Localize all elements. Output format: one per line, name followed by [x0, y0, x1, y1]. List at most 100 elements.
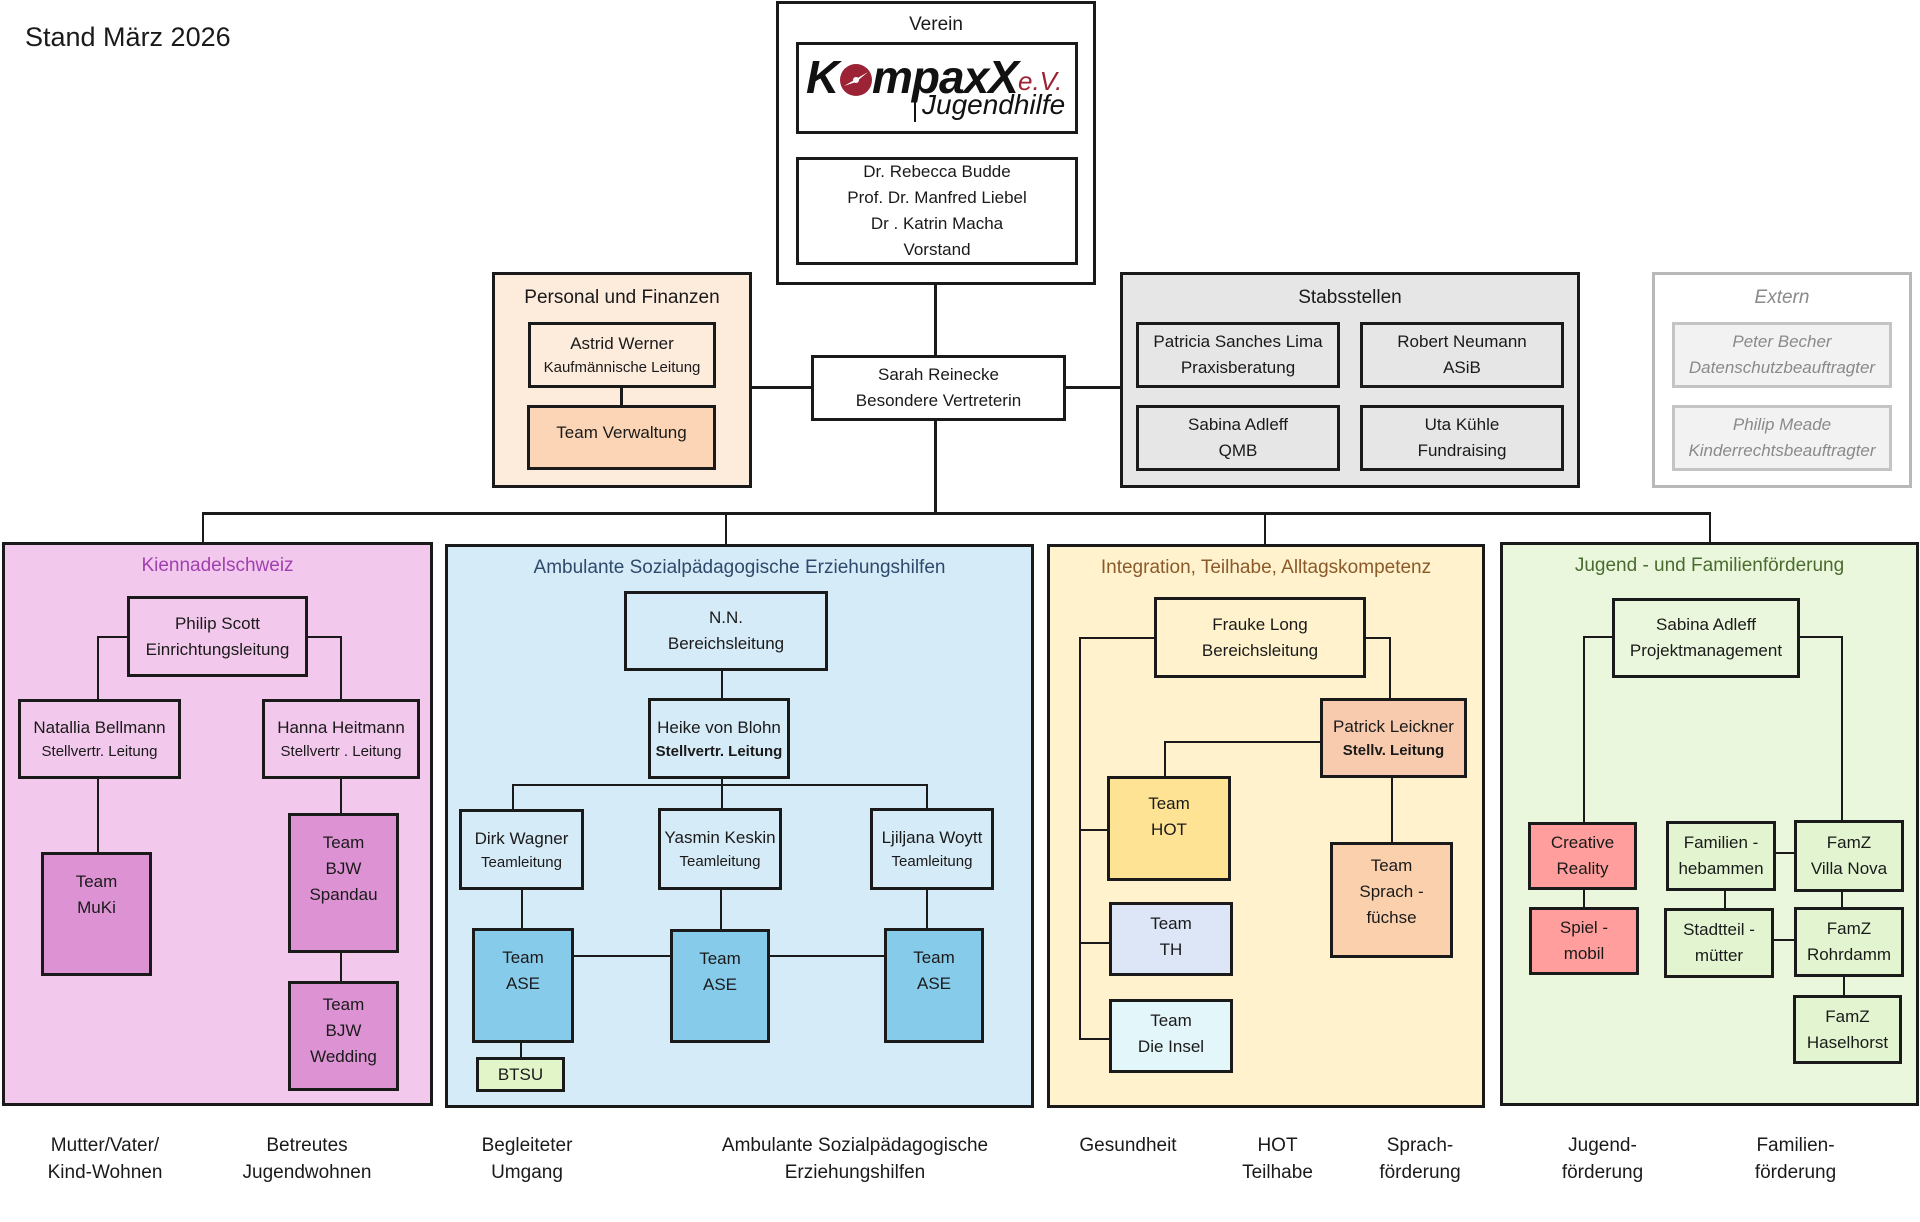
verein-title: Verein: [909, 14, 963, 35]
section-title: Kiennadelschweiz: [141, 555, 294, 576]
logo-letter-k: K: [806, 51, 840, 103]
team-line: Familien -: [1683, 833, 1759, 852]
team-line: Team: [1370, 856, 1413, 875]
stab-item: Sabina Adleff QMB: [1136, 405, 1340, 471]
label-line: Familien-: [1756, 1135, 1835, 1156]
team-line: TH: [1159, 940, 1183, 959]
connector: [1709, 512, 1711, 543]
connector: [1389, 637, 1391, 699]
sarah-reinecke-box: Sarah Reinecke Besondere Vertreterin: [811, 355, 1066, 421]
natallia-bellmann-box: Natallia Bellmann Stellvertr. Leitung: [18, 699, 181, 779]
stab-item: Robert Neumann ASiB: [1360, 322, 1564, 388]
sabina-adleff-box: Sabina Adleff Projektmanagement: [1612, 598, 1800, 678]
stabsstellen-title: Stabsstellen: [1298, 287, 1402, 308]
connector: [752, 386, 811, 389]
person-role: Fundraising: [1417, 441, 1507, 460]
team-line: BJW: [325, 1021, 362, 1040]
bottom-label: Betreutes Jugendwohnen: [222, 1132, 392, 1186]
person-name: Astrid Werner: [570, 334, 674, 353]
connector: [721, 671, 723, 699]
team-line: Wedding: [310, 1047, 377, 1066]
team-die-insel-box: Team Die Insel: [1109, 999, 1233, 1073]
philip-scott-box: Philip Scott Einrichtungsleitung: [127, 596, 308, 677]
label-line: Jugend-: [1568, 1135, 1637, 1156]
team-line: FamZ: [1825, 1006, 1870, 1026]
connector: [1800, 636, 1842, 638]
label-line: Begleiteter: [481, 1135, 573, 1156]
team-spielmobil-box: Spiel - mobil: [1529, 907, 1639, 975]
team-line: Haselhorst: [1806, 1032, 1889, 1052]
team-sprachfuechse-box: Team Sprach - füchse: [1330, 842, 1453, 958]
connector: [512, 784, 514, 809]
person-name: Robert Neumann: [1397, 332, 1527, 351]
section-title: Jugend - und Familienförderung: [1574, 555, 1845, 576]
logo-box: K mpaxX e.V. Jugendhilfe: [796, 42, 1078, 134]
team-name: BTSU: [497, 1064, 544, 1084]
person-name: Sabina Adleff: [1656, 615, 1756, 634]
person-name: Ljiljana Woytt: [881, 828, 983, 847]
person-name: Natallia Bellmann: [33, 718, 166, 737]
connector: [97, 636, 99, 700]
team-creative-reality-box: Creative Reality: [1528, 822, 1637, 890]
connector: [1065, 386, 1120, 389]
bottom-label: Sprach- förderung: [1360, 1132, 1480, 1186]
person-role: Kinderrechtsbeauftragter: [1688, 441, 1876, 460]
team-line: Team: [322, 995, 365, 1014]
team-line: hebammen: [1678, 859, 1764, 878]
connector: [1841, 892, 1843, 908]
label-line: Teilhabe: [1242, 1162, 1313, 1183]
bottom-label: Familien- förderung: [1738, 1132, 1853, 1186]
frauke-long-box: Frauke Long Bereichsleitung: [1154, 597, 1366, 678]
btsu-box: BTSU: [476, 1057, 565, 1092]
connector: [97, 636, 127, 638]
team-line: Team: [502, 948, 544, 967]
team-name: Team Verwaltung: [556, 423, 687, 442]
person-name: Yasmin Keskin: [664, 828, 776, 847]
connector: [1366, 637, 1390, 639]
connector: [1264, 512, 1266, 545]
team-line: Team: [1150, 914, 1192, 933]
personal-title: Personal und Finanzen: [524, 287, 720, 308]
person-role: Einrichtungsleitung: [145, 639, 290, 659]
patrick-leickner-box: Patrick Leickner Stellv. Leitung: [1320, 698, 1467, 778]
connector: [1079, 1038, 1109, 1040]
label-line: förderung: [1561, 1162, 1644, 1183]
connector: [620, 388, 623, 406]
person-role: Stellvertr . Leitung: [280, 743, 402, 760]
person-name: Sabina Adleff: [1188, 415, 1288, 434]
team-line: Stadtteil -: [1683, 920, 1755, 939]
connector: [1391, 778, 1393, 843]
connector-bus: [202, 512, 1711, 515]
bottom-label: Jugend- förderung: [1545, 1132, 1660, 1186]
vorstand-label: Vorstand: [903, 240, 971, 259]
team-line: Team: [699, 949, 741, 968]
team-line: Team: [1148, 794, 1190, 813]
connector: [202, 512, 204, 543]
label-line: Mutter/Vater/: [50, 1135, 160, 1156]
connector: [1776, 852, 1795, 854]
label-line: Ambulante Sozialpädagogische: [721, 1135, 989, 1156]
connector: [521, 890, 523, 928]
person-name: Patricia Sanches Lima: [1153, 332, 1323, 351]
team-ase-box: Team ASE: [884, 928, 984, 1043]
section-title: Integration, Teilhabe, Alltagskompetenz: [1100, 557, 1432, 578]
team-stadtteilmuetter-box: Stadtteil - mütter: [1664, 908, 1774, 978]
vorstand-box: Dr. Rebecca Budde Prof. Dr. Manfred Lieb…: [796, 157, 1078, 265]
team-line: HOT: [1151, 820, 1187, 839]
person-role: Teamleitung: [481, 853, 562, 871]
team-line: mütter: [1694, 946, 1744, 965]
connector: [1079, 942, 1109, 944]
person-role: Stellv. Leitung: [1342, 742, 1445, 759]
person-role: Besondere Vertreterin: [855, 391, 1022, 410]
team-ase-box: Team ASE: [670, 929, 770, 1043]
team-line: FamZ: [1826, 919, 1872, 938]
connector: [574, 955, 670, 957]
connector: [1164, 741, 1320, 743]
label-line: HOT: [1257, 1135, 1298, 1156]
connector: [926, 784, 928, 809]
connector: [721, 779, 723, 809]
connector: [1583, 890, 1585, 908]
hanna-heitmann-box: Hanna Heitmann Stellvertr . Leitung: [262, 699, 420, 779]
bottom-label: Begleiteter Umgang: [452, 1132, 602, 1186]
connector: [1724, 891, 1726, 909]
